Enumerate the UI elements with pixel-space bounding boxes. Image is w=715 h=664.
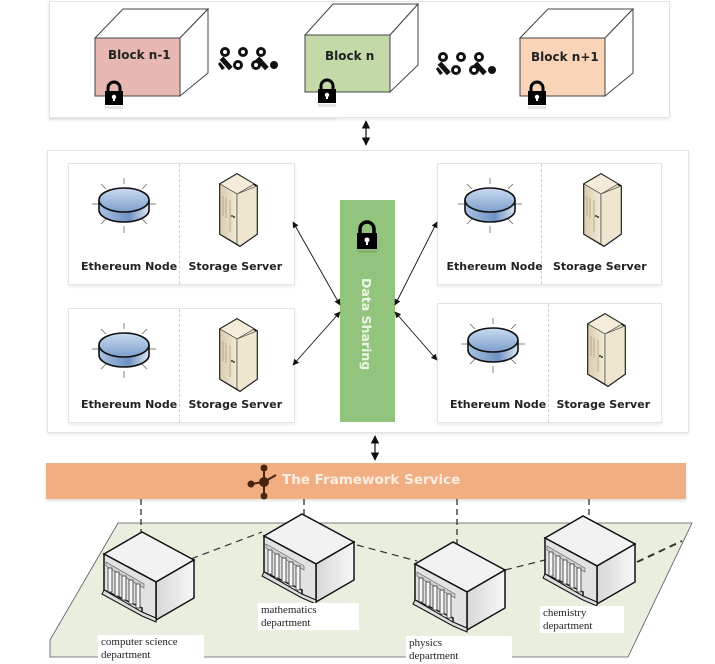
department-label: mathematics department (258, 603, 359, 630)
framework-service-bar: The Framework Service (46, 463, 686, 500)
storage-server-label: Storage Server (556, 398, 651, 411)
chain-link-icon (218, 47, 278, 71)
card-divider (548, 304, 549, 422)
block-cube-shape (93, 7, 210, 98)
ethereum-node-icon (92, 178, 156, 233)
storage-server-label: Storage Server (188, 260, 283, 273)
lock-icon (357, 220, 377, 253)
block-face (304, 34, 391, 93)
node-server-group: Ethereum Node Storage Server (437, 163, 662, 285)
department-links (179, 531, 683, 571)
block-label: Block n-1 (108, 48, 171, 62)
department-name: mathematics (261, 604, 317, 616)
block-label: Block n+1 (531, 50, 599, 64)
block-cube-shape (518, 7, 635, 98)
department-building-icon (412, 541, 507, 633)
department-suffix: department (409, 650, 459, 662)
storage-server-icon (586, 312, 626, 388)
block-face (519, 37, 606, 97)
department-building-icon (261, 513, 356, 605)
lock-icon (105, 80, 123, 109)
network-hub-icon (247, 464, 277, 500)
data-sharing-bar: Data Sharing (340, 200, 395, 422)
department-suffix: department (261, 617, 311, 629)
block-n-minus-1: Block n-1 (93, 7, 210, 109)
lock-icon (528, 80, 546, 109)
storage-server-icon (218, 172, 258, 248)
node-server-group: Ethereum Node Storage Server (437, 303, 662, 423)
ethereum-node-label: Ethereum Node (450, 398, 547, 411)
department-building-icon (101, 531, 196, 623)
storage-server-icon (218, 317, 258, 393)
department-building-icon (542, 515, 637, 607)
department-name: chemistry (543, 607, 587, 619)
department-name: computer science (101, 636, 178, 648)
ethereum-node-label: Ethereum Node (446, 260, 543, 273)
node-server-group: Ethereum Node Storage Server (68, 308, 295, 423)
department-label: chemistry department (540, 606, 624, 633)
card-divider (541, 164, 542, 284)
department-suffix: department (543, 620, 593, 632)
block-label: Block n (325, 49, 375, 63)
framework-service-label: The Framework Service (282, 472, 461, 488)
chain-link-icon (436, 52, 496, 76)
ethereum-node-icon (457, 178, 522, 233)
ethereum-node-label: Ethereum Node (81, 260, 178, 273)
lock-icon (318, 78, 336, 107)
block-n: Block n (303, 2, 420, 107)
department-name: physics (409, 637, 442, 649)
bidirectional-arrow (361, 120, 371, 146)
storage-server-icon (583, 172, 622, 248)
node-server-group: Ethereum Node Storage Server (68, 163, 295, 285)
department-suffix: department (101, 649, 151, 661)
card-divider (179, 164, 180, 284)
storage-server-label: Storage Server (553, 260, 647, 273)
storage-server-label: Storage Server (188, 398, 283, 411)
data-sharing-label: Data Sharing (359, 278, 374, 371)
ethereum-node-icon (92, 323, 156, 378)
block-n-plus-1: Block n+1 (518, 7, 635, 109)
card-divider (179, 309, 180, 422)
ethereum-node-label: Ethereum Node (81, 398, 178, 411)
department-label: computer science department (98, 635, 204, 662)
block-cube-shape (303, 2, 420, 94)
ethereum-node-icon (461, 318, 525, 373)
department-label: physics department (406, 636, 512, 663)
